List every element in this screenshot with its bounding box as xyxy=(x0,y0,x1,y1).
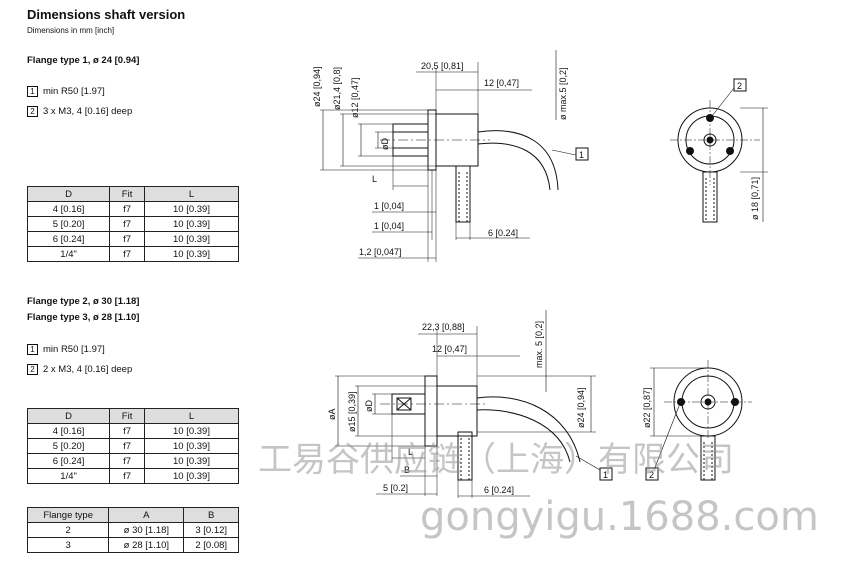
dim-label: ø24 [0,94] xyxy=(312,66,322,107)
note-number: 1 xyxy=(27,344,38,355)
dim-label: 6 [0.24] xyxy=(488,228,518,238)
note-number: 1 xyxy=(27,86,38,97)
shaft-spec-table-2: D Fit L 4 [0.16] f7 10 [0.39] 5 [0.20] f… xyxy=(26,408,240,484)
shaft-spec-table-1: D Fit L 4 [0.16] f7 10 [0.39] 5 [0.20] f… xyxy=(26,186,240,262)
dim-label: max. 5 [0,2] xyxy=(534,321,544,368)
dim-label: B xyxy=(404,465,410,475)
dim-label: 6 [0.24] xyxy=(484,485,514,495)
dim-label: 20,5 [0,81] xyxy=(421,61,464,71)
column-header: D xyxy=(26,408,111,424)
dim-label: ø max.5 [0,2] xyxy=(558,67,568,120)
table-cell: 2 [0.08] xyxy=(183,537,239,553)
table-cell: 10 [0.39] xyxy=(143,423,240,439)
dim-label: 1,2 [0,047] xyxy=(359,247,402,257)
note-number: 2 xyxy=(27,106,38,117)
callout-2: 2 xyxy=(737,81,742,91)
table-cell: f7 xyxy=(109,246,145,262)
dim-label: 12 [0,47] xyxy=(484,78,519,88)
dim-label: ø21,4 [0,8] xyxy=(332,67,342,110)
table-cell: 1/4" xyxy=(26,468,111,484)
dim-label: 5 [0.2] xyxy=(383,483,408,493)
dim-label: 22,3 [0,88] xyxy=(422,322,465,332)
table-row: 1/4" f7 10 [0.39] xyxy=(26,246,240,262)
column-header: D xyxy=(26,186,111,202)
table-cell: 10 [0.39] xyxy=(143,468,240,484)
table-row: 3 ø 28 [1.10] 2 [0.08] xyxy=(26,537,239,553)
dim-label: ø24 [0,94] xyxy=(576,387,586,428)
note-number: 2 xyxy=(27,364,38,375)
dim-label: ø 18 [0,71] xyxy=(750,177,760,220)
drawing-1-front-view xyxy=(670,87,768,223)
dim-label: øD xyxy=(380,138,390,150)
page-title: Dimensions shaft version xyxy=(27,7,186,22)
callout-1: 1 xyxy=(603,470,608,480)
note-text: min R50 [1.97] xyxy=(43,344,105,355)
callout-1: 1 xyxy=(579,150,584,160)
column-header: B xyxy=(183,507,239,523)
flange-type-1-heading: Flange type 1, ø 24 [0.94] xyxy=(27,55,140,66)
note-2: 2 3 x M3, 4 [0.16] deep xyxy=(27,106,132,117)
dim-label: L xyxy=(408,447,413,457)
note-2: 2 2 x M3, 4 [0.16] deep xyxy=(27,364,132,375)
dim-label: øA xyxy=(327,408,337,420)
note-text: min R50 [1.97] xyxy=(43,86,105,97)
column-header: L xyxy=(143,408,240,424)
table-cell: 10 [0.39] xyxy=(143,246,240,262)
drawing-2-front-view xyxy=(650,360,752,481)
watermark-company: 工易谷供应链（上海）有限公司 xyxy=(258,440,734,480)
table-row: 4 [0.16] f7 10 [0.39] xyxy=(26,423,240,439)
dim-label: 12 [0,47] xyxy=(432,344,467,354)
table-row: 6 [0.24] f7 10 [0.39] xyxy=(26,231,240,247)
dim-label: 1 [0,04] xyxy=(374,221,404,231)
flange-spec-table: Flange type A B 2 ø 30 [1.18] 3 [0.12] 3… xyxy=(26,507,239,553)
dim-label: ø22 [0,87] xyxy=(642,387,652,428)
column-header: L xyxy=(143,186,240,202)
table-cell: 1/4" xyxy=(26,246,111,262)
dim-label: ø15 [0,39] xyxy=(347,391,357,432)
flange-type-2-heading: Flange type 2, ø 30 [1.18] xyxy=(27,296,140,307)
table-header-row: D Fit L xyxy=(26,408,240,424)
table-row: 1/4" f7 10 [0.39] xyxy=(26,468,240,484)
dim-label: øD xyxy=(364,400,374,412)
dim-label: ø12 [0,47] xyxy=(350,77,360,118)
note-1: 1 min R50 [1.97] xyxy=(27,344,105,355)
table-cell: ø 28 [1.10] xyxy=(108,537,185,553)
column-header: Fit xyxy=(109,408,145,424)
note-1: 1 min R50 [1.97] xyxy=(27,86,105,97)
drawing-2-side-view xyxy=(335,310,601,498)
dim-label: L xyxy=(372,174,377,184)
units-note: Dimensions in mm [inch] xyxy=(27,26,115,35)
dim-label: 1 [0,04] xyxy=(374,201,404,211)
callout-2: 2 xyxy=(649,470,654,480)
table-cell: 3 xyxy=(26,537,110,553)
drawing-1-side-view xyxy=(320,50,577,262)
watermark-url: gongyigu.1688.com xyxy=(420,494,819,540)
note-text: 2 x M3, 4 [0.16] deep xyxy=(43,364,133,375)
note-text: 3 x M3, 4 [0.16] deep xyxy=(43,106,133,117)
flange-type-3-heading: Flange type 3, ø 28 [1.10] xyxy=(27,312,140,323)
